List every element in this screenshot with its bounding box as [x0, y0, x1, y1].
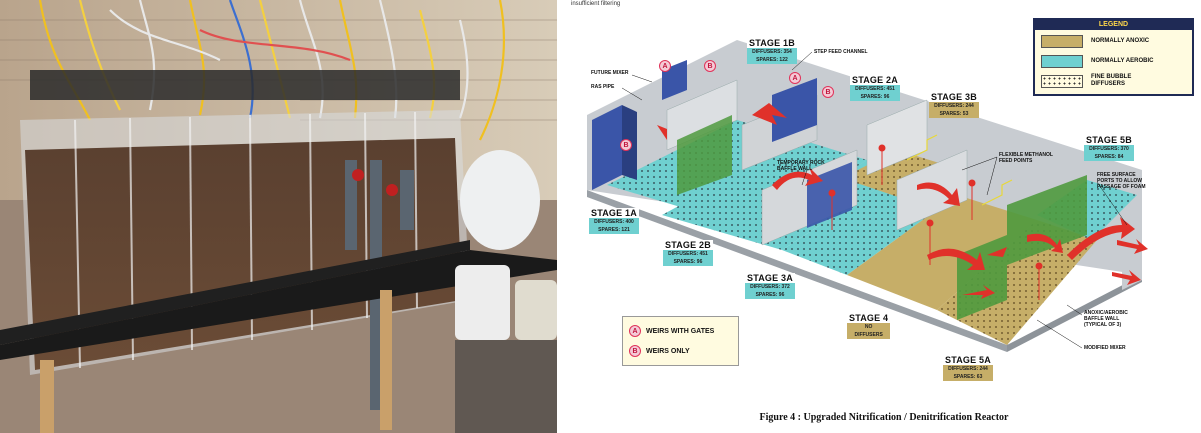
stage-2a-label: STAGE 2A DIFFUSERS: 451 SPARES: 96	[850, 75, 900, 101]
stage-diffusers: NO	[847, 323, 891, 331]
weir-symbol-a: A	[629, 325, 641, 337]
stage-5b-label: STAGE 5B DIFFUSERS: 370 SPARES: 84	[1084, 135, 1134, 161]
legend-item-anoxic: NORMALLY ANOXIC	[1041, 34, 1149, 48]
stage-spares: SPARES: 96	[745, 291, 795, 299]
stage-spares: SPARES: 122	[747, 56, 797, 64]
legend-swatch-anoxic	[1041, 34, 1083, 48]
stage-3b-label: STAGE 3B DIFFUSERS: 244 SPARES: 53	[929, 92, 979, 118]
reactor-photo	[0, 0, 557, 433]
stage-name: STAGE 2B	[663, 240, 713, 250]
reactor-schematic	[587, 40, 1148, 352]
weir-marker-b: B	[822, 86, 834, 98]
stage-name: STAGE 1B	[747, 38, 797, 48]
legend-label: NORMALLY ANOXIC	[1091, 38, 1150, 44]
note-anoxic-line3: (TYPICAL OF 3)	[1084, 322, 1122, 328]
legend-item-aerobic: NORMALLY AEROBIC	[1041, 54, 1153, 68]
stage-name: STAGE 3A	[745, 273, 795, 283]
stage-spares: SPARES: 96	[850, 93, 900, 101]
stage-3a-label: STAGE 3A DIFFUSERS: 372 SPARES: 96	[745, 273, 795, 299]
stage-name: STAGE 5B	[1084, 135, 1134, 145]
legend-label-line1: FINE BUBBLE	[1091, 74, 1132, 80]
stage-name: STAGE 2A	[850, 75, 900, 85]
note-anoxic-baffle: ANOXIC/AEROBIC BAFFLE WALL (TYPICAL OF 3…	[1084, 310, 1128, 328]
figure-caption: Figure 4 : Upgraded Nitrification / Deni…	[759, 412, 1009, 423]
weirs-key-label: WEIRS ONLY	[646, 347, 690, 355]
note-baffle: TEMPORARY ROCK BAFFLE WALL	[777, 160, 825, 172]
note-methanol-line2: FEED POINTS	[999, 158, 1033, 164]
stage-spares: SPARES: 121	[589, 226, 639, 234]
note-methanol: FLEXIBLE METHANOL FEED POINTS	[999, 152, 1053, 164]
stage-1a-label: STAGE 1A DIFFUSERS: 400 SPARES: 121	[589, 208, 639, 234]
legend-title: LEGEND	[1035, 20, 1192, 30]
stage-name: STAGE 3B	[929, 92, 979, 102]
stage-diffusers: DIFFUSERS: 354	[747, 48, 797, 56]
stage-diffusers: DIFFUSERS: 451	[663, 250, 713, 258]
legend-item-diffusers: FINE BUBBLE DIFFUSERS	[1041, 74, 1131, 88]
legend-swatch-diffusers	[1041, 74, 1083, 88]
stage-5a-label: STAGE 5A DIFFUSERS: 244 SPARES: 63	[943, 355, 993, 381]
reactor-diagram: insufficient filtering	[567, 0, 1201, 433]
stage-diffusers: DIFFUSERS: 400	[589, 218, 639, 226]
legend-swatch-aerobic	[1041, 54, 1083, 68]
weirs-key-row-a: A WEIRS WITH GATES	[629, 325, 714, 337]
stage-spares: DIFFUSERS	[847, 331, 891, 339]
note-mixer: MODIFIED MIXER	[1084, 345, 1126, 351]
stage-name: STAGE 5A	[943, 355, 993, 365]
note-foam-line3: PASSAGE OF FOAM	[1097, 184, 1146, 190]
note-baffle-line2: BAFFLE WALL	[777, 166, 813, 172]
weir-marker-a: A	[789, 72, 801, 84]
note-methanol-line1: FLEXIBLE METHANOL	[999, 152, 1053, 158]
legend-label-line2: DIFFUSERS	[1091, 81, 1126, 87]
stage-diffusers: DIFFUSERS: 244	[943, 365, 993, 373]
stage-diffusers: DIFFUSERS: 370	[1084, 145, 1134, 153]
stage-diffusers: DIFFUSERS: 372	[745, 283, 795, 291]
stage-diffusers: DIFFUSERS: 244	[929, 102, 979, 110]
stage-spares: SPARES: 63	[943, 373, 993, 381]
note-anoxic-line1: ANOXIC/AEROBIC	[1084, 310, 1128, 316]
stage-spares: SPARES: 53	[929, 110, 979, 118]
weirs-key-label: WEIRS WITH GATES	[646, 327, 715, 335]
note-step-feed: STEP FEED CHANNEL	[814, 49, 868, 55]
legend-label: NORMALLY AEROBIC	[1091, 58, 1154, 64]
stage-4-label: STAGE 4 NO DIFFUSERS	[847, 313, 891, 339]
legend: LEGEND NORMALLY ANOXIC NORMALLY AEROBIC …	[1033, 18, 1194, 96]
header-text: insufficient filtering	[571, 1, 621, 7]
weirs-key-row-b: B WEIRS ONLY	[629, 345, 690, 357]
stage-name: STAGE 4	[847, 313, 891, 323]
note-ras-pipe: RAS PIPE	[591, 84, 615, 90]
reactor-photo-illustration	[0, 0, 557, 433]
stage-spares: SPARES: 84	[1084, 153, 1134, 161]
note-foam-line1: FREE SURFACE	[1097, 172, 1136, 178]
weir-marker-b: B	[704, 60, 716, 72]
stage-name: STAGE 1A	[589, 208, 639, 218]
weir-marker-a: A	[659, 60, 671, 72]
stage-2b-label: STAGE 2B DIFFUSERS: 451 SPARES: 96	[663, 240, 713, 266]
stage-diffusers: DIFFUSERS: 451	[850, 85, 900, 93]
note-foam: FREE SURFACE PORTS TO ALLOW PASSAGE OF F…	[1097, 172, 1146, 190]
note-baffle-line1: TEMPORARY ROCK	[777, 160, 825, 166]
weirs-key: A WEIRS WITH GATES B WEIRS ONLY	[622, 316, 739, 366]
weir-marker-b: B	[620, 139, 632, 151]
note-anoxic-line2: BAFFLE WALL	[1084, 316, 1120, 322]
weir-symbol-b: B	[629, 345, 641, 357]
note-future-mixer: FUTURE MIXER	[591, 70, 629, 76]
stage-1b-label: STAGE 1B DIFFUSERS: 354 SPARES: 122	[747, 38, 797, 64]
note-foam-line2: PORTS TO ALLOW	[1097, 178, 1142, 184]
stage-spares: SPARES: 96	[663, 258, 713, 266]
